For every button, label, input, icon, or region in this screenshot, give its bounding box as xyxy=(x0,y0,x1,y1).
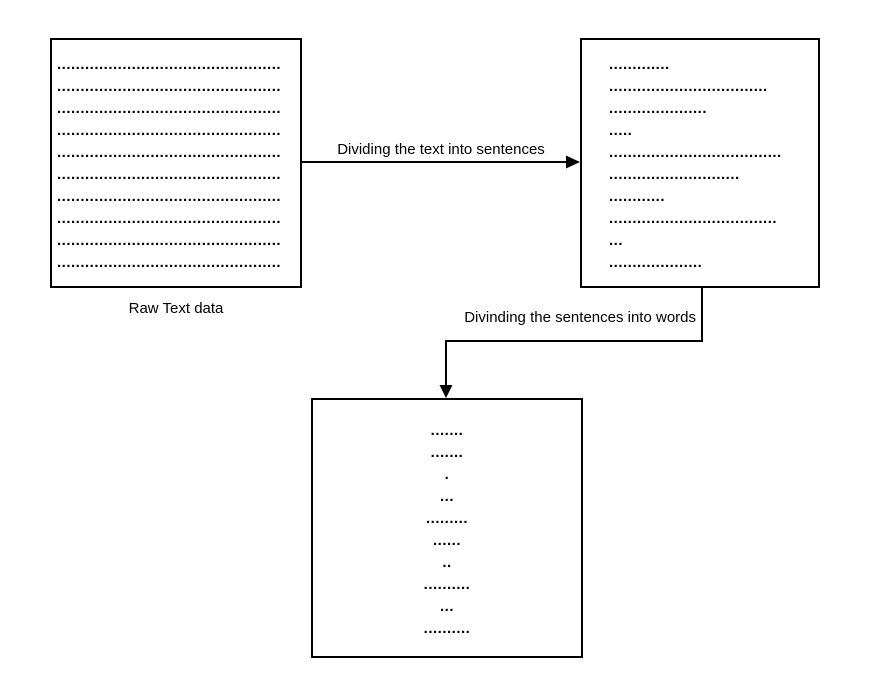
raw-text-box: ........................................… xyxy=(50,38,302,288)
dotted-line: ........................................… xyxy=(57,78,282,95)
dotted-line: ............ xyxy=(609,188,666,205)
dotted-line: ....... xyxy=(430,422,464,439)
dotted-line: ........................................… xyxy=(57,188,282,205)
arrow-label-words: Divinding the sentences into words xyxy=(464,309,696,326)
dotted-line: ......... xyxy=(425,510,468,527)
connector-sentences-to-words xyxy=(439,288,703,398)
dotted-line: ........................................… xyxy=(57,166,282,183)
dotted-line: .................... xyxy=(609,254,703,271)
dotted-line: .................................. xyxy=(609,78,768,95)
dotted-line: ... xyxy=(439,488,454,505)
dotted-line: ........................................… xyxy=(57,100,282,117)
dotted-line: .................................... xyxy=(609,210,778,227)
sentences-box: ............. ..........................… xyxy=(580,38,820,288)
dotted-line: ........................................… xyxy=(57,254,282,271)
dotted-line: ....... xyxy=(430,444,464,461)
dotted-line: ........................................… xyxy=(57,210,282,227)
arrow-label-sentences: Dividing the text into sentences xyxy=(337,141,545,158)
dotted-line: ... xyxy=(609,232,624,249)
dotted-line: ........................................… xyxy=(57,122,282,139)
dotted-line: . xyxy=(444,466,450,483)
dotted-line: ..................................... xyxy=(609,144,782,161)
dotted-line: ..... xyxy=(609,122,633,139)
dotted-line: ..................... xyxy=(609,100,708,117)
raw-text-caption: Raw Text data xyxy=(128,300,224,317)
dotted-line: .......... xyxy=(423,576,471,593)
dotted-line: ........................................… xyxy=(57,232,282,249)
dotted-line: ... xyxy=(439,598,454,615)
dotted-line: .. xyxy=(442,554,452,571)
dotted-line: ............. xyxy=(609,56,670,73)
dotted-line: ............................ xyxy=(609,166,740,183)
dotted-line: .......... xyxy=(423,620,471,637)
dotted-line: ........................................… xyxy=(57,144,282,161)
words-box: ....... ....... . ... ......... ...... .… xyxy=(311,398,583,658)
dotted-line: ...... xyxy=(432,532,461,549)
arrowhead-down-icon xyxy=(439,385,453,398)
dotted-line: ........................................… xyxy=(57,56,282,73)
